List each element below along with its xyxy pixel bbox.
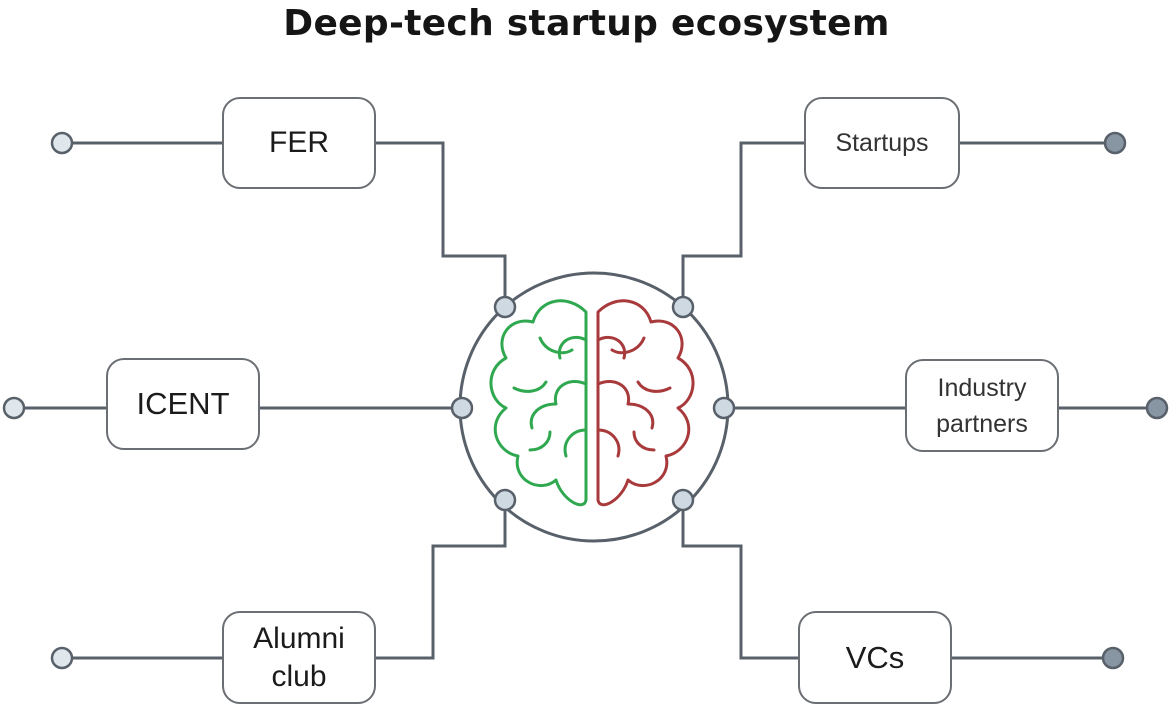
line-vcs-brain (681, 500, 798, 660)
node-vcs-label: VCs (845, 639, 905, 675)
terminal-industry (1145, 396, 1169, 420)
diagram-title: Deep-tech startup ecosystem (283, 3, 890, 44)
terminal-startups (1103, 131, 1127, 155)
terminal-vcs (1101, 646, 1125, 670)
terminal-fer (50, 131, 74, 155)
node-startups: Startups (804, 97, 960, 189)
line-alumni-brain (376, 500, 507, 660)
node-alumni-club-label: Alumni club (253, 621, 345, 693)
node-alumni-club: Alumni club (222, 611, 376, 704)
node-fer: FER (222, 97, 376, 189)
line-fer-brain (376, 141, 507, 305)
terminal-icent (2, 396, 26, 420)
node-industry-partners-label: Industry partners (936, 373, 1028, 438)
brain-icon (489, 299, 695, 507)
connector-dot-bottom-right (671, 488, 695, 512)
node-icent: ICENT (106, 358, 260, 450)
node-icent-label: ICENT (136, 386, 230, 421)
line-startups-brain (681, 141, 804, 307)
brain-right-hemisphere (596, 299, 695, 507)
node-fer-label: FER (269, 126, 329, 159)
node-startups-label: Startups (835, 128, 929, 157)
terminal-alumni (50, 646, 74, 670)
connector-dot-bottom-left (493, 488, 517, 512)
connector-dot-right (712, 396, 736, 420)
brain-left-hemisphere (489, 299, 588, 507)
connector-dot-left (450, 396, 474, 420)
node-industry-partners: Industry partners (905, 359, 1059, 452)
node-vcs: VCs (798, 611, 952, 704)
connector-dot-top-left (493, 295, 517, 319)
connector-dot-top-right (671, 295, 695, 319)
